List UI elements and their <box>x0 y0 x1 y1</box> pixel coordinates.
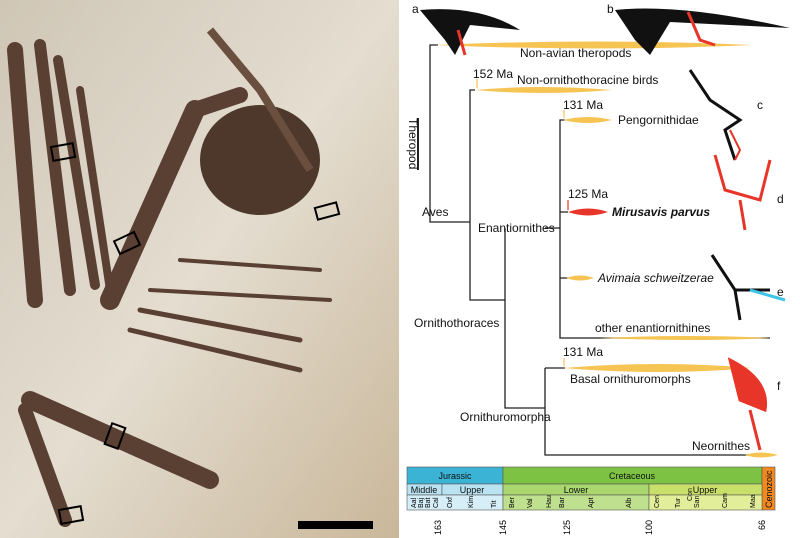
svg-text:Aves: Aves <box>422 205 448 219</box>
svg-text:66: 66 <box>757 520 767 530</box>
svg-text:San: San <box>694 495 701 508</box>
origin-arrows <box>476 79 569 366</box>
svg-text:100: 100 <box>644 520 654 535</box>
svg-text:Bar: Bar <box>559 496 566 508</box>
svg-text:Baj: Baj <box>418 497 425 508</box>
svg-text:125 Ma: 125 Ma <box>568 187 608 201</box>
svg-text:c: c <box>757 98 763 112</box>
svg-text:Enantiornithes: Enantiornithes <box>478 221 555 235</box>
svg-text:Con: Con <box>687 488 694 501</box>
svg-text:other enantiornithines: other enantiornithines <box>595 321 710 335</box>
svg-text:Mirusavis parvus: Mirusavis parvus <box>612 205 710 219</box>
svg-text:125: 125 <box>562 520 572 535</box>
detail-boxes <box>49 142 341 525</box>
svg-text:145: 145 <box>498 520 508 535</box>
svg-text:Lower: Lower <box>564 485 589 495</box>
svg-text:Ornithothoraces: Ornithothoraces <box>414 316 499 330</box>
svg-text:Val: Val <box>527 498 534 508</box>
svg-text:Oxf: Oxf <box>447 497 454 508</box>
svg-text:Alb: Alb <box>626 498 633 508</box>
fossil-bones <box>7 39 332 527</box>
svg-text:Neornithes: Neornithes <box>692 439 750 453</box>
svg-text:Hau: Hau <box>546 495 553 508</box>
svg-text:Upper: Upper <box>693 485 718 495</box>
svg-text:d: d <box>777 192 784 206</box>
age-labels: 152 Ma 131 Ma 125 Ma 131 Ma <box>473 67 608 359</box>
svg-text:Ber: Ber <box>509 496 516 508</box>
svg-text:Avimaia schweitzerae: Avimaia schweitzerae <box>597 271 714 285</box>
phylogeny: a b c d e f Non-avian theropods Non-orni… <box>406 2 790 535</box>
clade-labels: Non-avian theropods Non-ornithothoracine… <box>517 46 750 453</box>
svg-text:152 Ma: 152 Ma <box>473 67 513 81</box>
svg-text:Cal: Cal <box>433 497 440 508</box>
svg-text:Aal: Aal <box>411 497 418 508</box>
panel-labels: a b c d e f <box>412 2 784 393</box>
svg-text:Tit: Tit <box>491 500 498 508</box>
svg-text:Non-ornithothoracine birds: Non-ornithothoracine birds <box>517 73 658 87</box>
clade-spindles <box>435 41 778 458</box>
svg-text:Kim: Kim <box>468 496 475 508</box>
svg-text:Apt: Apt <box>588 497 595 508</box>
svg-text:Cretaceous: Cretaceous <box>609 471 656 481</box>
svg-text:Cen: Cen <box>654 495 661 508</box>
svg-text:163: 163 <box>433 520 443 535</box>
svg-text:f: f <box>777 379 781 393</box>
svg-text:Cam: Cam <box>722 493 729 508</box>
svg-text:Theropod: Theropod <box>406 118 420 169</box>
skeleton-silhouettes <box>420 8 790 451</box>
svg-text:131 Ma: 131 Ma <box>563 98 603 112</box>
geologic-timescale <box>406 466 776 511</box>
svg-text:Cenozoic: Cenozoic <box>764 470 774 508</box>
svg-text:Jurassic: Jurassic <box>438 471 472 481</box>
svg-text:Bat: Bat <box>425 497 432 508</box>
svg-text:Non-avian theropods: Non-avian theropods <box>520 46 631 60</box>
svg-text:Tur: Tur <box>675 497 682 508</box>
svg-text:Maa: Maa <box>750 494 757 508</box>
svg-text:131 Ma: 131 Ma <box>563 345 603 359</box>
svg-text:a: a <box>412 2 419 16</box>
svg-text:Pengornithidae: Pengornithidae <box>618 113 699 127</box>
svg-text:Middle: Middle <box>411 485 438 495</box>
svg-text:Basal ornithuromorphs: Basal ornithuromorphs <box>570 372 691 386</box>
svg-text:b: b <box>607 2 614 16</box>
node-labels: Theropod Aves Enantiornithes Ornithothor… <box>406 118 555 424</box>
timescale-text: Jurassic Cretaceous Cenozoic Middle Uppe… <box>411 470 774 535</box>
svg-text:e: e <box>777 285 784 299</box>
svg-text:Ornithuromorpha: Ornithuromorpha <box>460 410 551 424</box>
fossil-photo <box>0 0 399 538</box>
svg-text:Upper: Upper <box>460 485 485 495</box>
scale-bar <box>298 521 373 529</box>
